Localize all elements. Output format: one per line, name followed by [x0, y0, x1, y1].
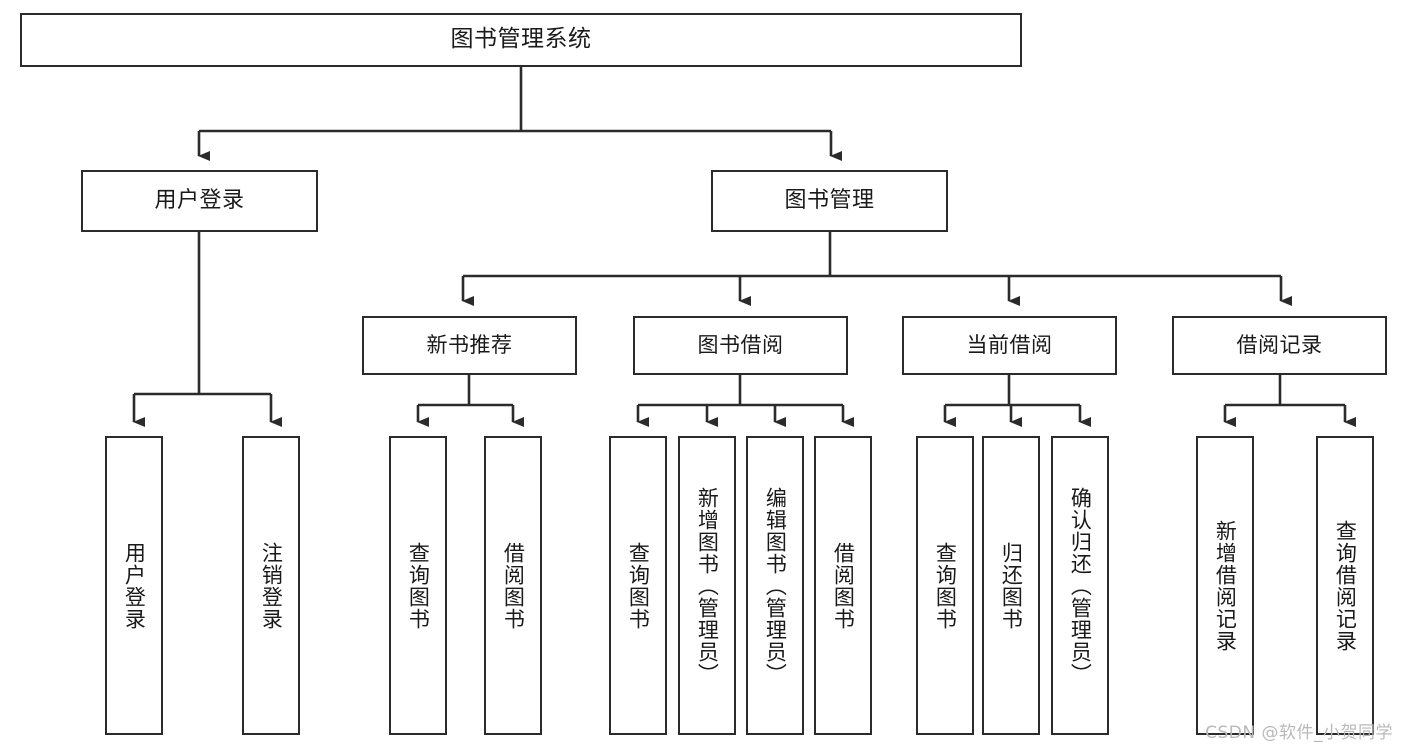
node-root[interactable]: 图书管理系统: [20, 13, 1022, 67]
node-user-login-label: 用户登录: [154, 187, 245, 213]
node-new-book-recommend-label: 新书推荐: [426, 333, 513, 358]
leaf-borrow-add-book[interactable]: 新增图书（管理员）: [678, 436, 736, 735]
leaf-recommend-borrow-book[interactable]: 借阅图书: [484, 436, 542, 735]
node-borrow-record[interactable]: 借阅记录: [1172, 316, 1387, 375]
leaf-record-add[interactable]: 新增借阅记录: [1196, 436, 1254, 735]
node-book-manage[interactable]: 图书管理: [711, 170, 948, 232]
leaf-borrow-borrow-book-label: 借阅图书: [831, 541, 856, 630]
leaf-current-confirm-return-label: 确认归还（管理员）: [1068, 486, 1093, 685]
leaf-record-query-label: 查询借阅记录: [1333, 519, 1358, 652]
leaf-user-login-1[interactable]: 用户登录: [105, 436, 163, 735]
node-book-borrow-label: 图书借阅: [697, 333, 784, 358]
leaf-user-login-1-label: 用户登录: [122, 541, 147, 630]
node-current-borrow[interactable]: 当前借阅: [902, 316, 1117, 375]
node-current-borrow-label: 当前借阅: [966, 333, 1053, 358]
leaf-borrow-edit-book-label: 编辑图书（管理员）: [763, 486, 788, 685]
leaf-current-query-book[interactable]: 查询图书: [916, 436, 974, 735]
leaf-current-return-book[interactable]: 归还图书: [982, 436, 1040, 735]
leaf-user-logout-label: 注销登录: [259, 541, 284, 630]
leaf-borrow-borrow-book[interactable]: 借阅图书: [814, 436, 872, 735]
leaf-borrow-query-book[interactable]: 查询图书: [609, 436, 667, 735]
node-book-manage-label: 图书管理: [784, 187, 875, 213]
leaf-current-query-book-label: 查询图书: [933, 541, 958, 630]
leaf-recommend-query-book-label: 查询图书: [406, 541, 431, 630]
node-borrow-record-label: 借阅记录: [1236, 333, 1323, 358]
node-user-login[interactable]: 用户登录: [81, 170, 318, 232]
leaf-borrow-query-book-label: 查询图书: [626, 541, 651, 630]
node-new-book-recommend[interactable]: 新书推荐: [362, 316, 577, 375]
leaf-recommend-query-book[interactable]: 查询图书: [389, 436, 447, 735]
leaf-current-return-book-label: 归还图书: [999, 541, 1024, 630]
leaf-record-add-label: 新增借阅记录: [1213, 519, 1238, 652]
csdn-watermark: CSDN @软件_小贺同学: [1205, 723, 1393, 743]
leaf-record-query[interactable]: 查询借阅记录: [1316, 436, 1374, 735]
leaf-recommend-borrow-book-label: 借阅图书: [501, 541, 526, 630]
node-root-label: 图书管理系统: [450, 26, 592, 53]
leaf-user-logout[interactable]: 注销登录: [242, 436, 300, 735]
leaf-borrow-add-book-label: 新增图书（管理员）: [695, 486, 720, 685]
node-book-borrow[interactable]: 图书借阅: [633, 316, 848, 375]
leaf-current-confirm-return[interactable]: 确认归还（管理员）: [1051, 436, 1109, 735]
leaf-borrow-edit-book[interactable]: 编辑图书（管理员）: [746, 436, 804, 735]
